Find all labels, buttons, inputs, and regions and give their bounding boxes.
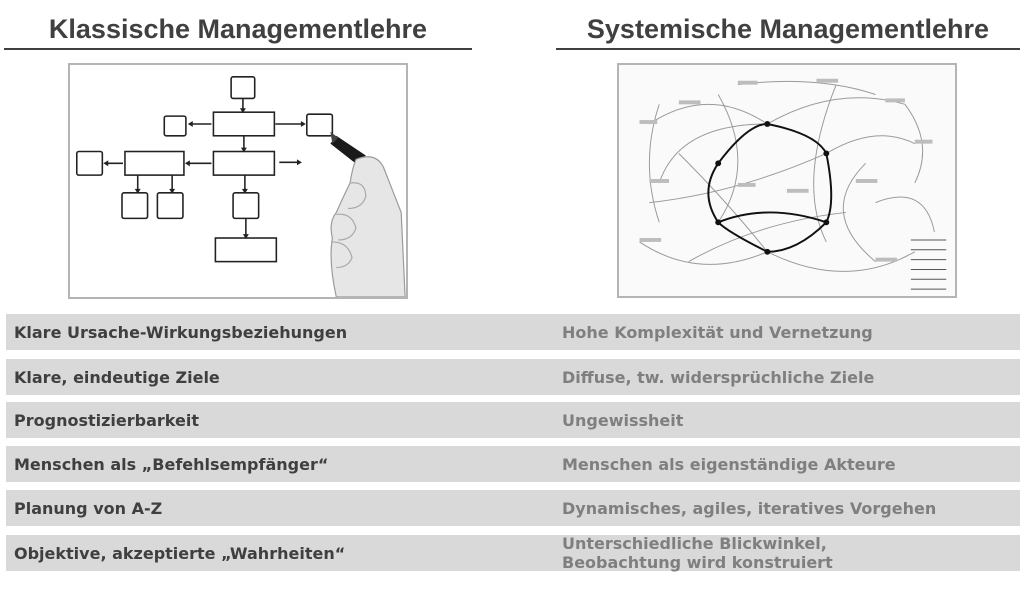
classic-item: Klare, eindeutige Ziele xyxy=(14,367,220,387)
comparison-row: Prognostizierbarkeit Ungewissheit xyxy=(6,402,1020,438)
comparison-row: Menschen als „Befehlsempfänger“ Menschen… xyxy=(6,446,1020,482)
classic-item: Planung von A-Z xyxy=(14,498,163,518)
classic-item: Prognostizierbarkeit xyxy=(14,410,199,430)
systemic-item: Ungewissheit xyxy=(562,410,684,430)
systemic-item: Dynamisches, agiles, iteratives Vorgehen xyxy=(562,498,937,518)
classic-item: Menschen als „Befehlsempfänger“ xyxy=(14,454,329,474)
classic-item: Klare Ursache-Wirkungsbeziehungen xyxy=(14,322,348,342)
systemic-item: Hohe Komplexität und Vernetzung xyxy=(562,322,873,342)
comparison-row: Klare Ursache-Wirkungsbeziehungen Hohe K… xyxy=(6,314,1020,350)
systemic-item: Unterschiedliche Blickwinkel, Beobachtun… xyxy=(562,534,833,572)
heading-classic-management: Klassische Managementlehre xyxy=(4,8,472,50)
comparison-row: Planung von A-Z Dynamisches, agiles, ite… xyxy=(6,490,1020,526)
comparison-row: Klare, eindeutige Ziele Diffuse, tw. wid… xyxy=(6,359,1020,395)
network-illustration xyxy=(617,63,957,298)
systemic-item: Diffuse, tw. widersprüchliche Ziele xyxy=(562,367,875,387)
flowchart-drawing-hand-icon xyxy=(75,76,406,297)
network-diagram-icon xyxy=(639,78,947,290)
heading-systemic-management: Systemische Managementlehre xyxy=(556,8,1020,50)
flowchart-illustration xyxy=(68,63,408,299)
comparison-row: Objektive, akzeptierte „Wahrheiten“ Unte… xyxy=(6,534,1020,572)
systemic-item: Menschen als eigenständige Akteure xyxy=(562,454,896,474)
classic-item: Objektive, akzeptierte „Wahrheiten“ xyxy=(14,543,346,563)
